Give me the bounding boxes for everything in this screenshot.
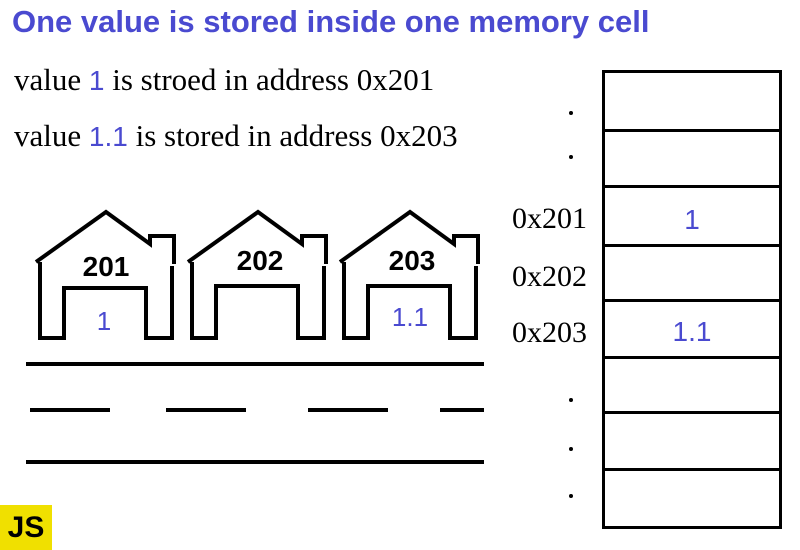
memory-cell <box>602 411 782 471</box>
statement-value: 1 <box>88 65 105 96</box>
road <box>26 362 484 464</box>
memory-cell <box>602 356 782 414</box>
ellipsis-dot <box>569 155 573 159</box>
memory-cell-0x203: 1.1 <box>602 299 782 359</box>
statement-value: 1.1 <box>88 121 128 152</box>
address-label: 0x202 <box>512 260 587 293</box>
house-number: 201 <box>83 251 130 282</box>
house-value: 1.1 <box>392 302 428 332</box>
statement-suffix: is stored in address 0x203 <box>135 118 458 153</box>
statement-line-2: value 1.1 is stored in address 0x203 <box>14 118 458 154</box>
house-number: 203 <box>389 245 436 276</box>
ellipsis-dot <box>569 447 573 451</box>
address-label: 0x201 <box>512 202 587 235</box>
statement-line-1: value 1 is stroed in address 0x201 <box>14 62 434 98</box>
memory-cell <box>602 70 782 132</box>
house-value: 1 <box>97 306 111 336</box>
house-203: 203 1.1 <box>338 209 480 340</box>
memory-cell-0x201: 1 <box>602 185 782 247</box>
memory-cell-value: 1.1 <box>672 316 712 347</box>
statement-prefix: value <box>14 118 82 153</box>
address-label: 0x203 <box>512 316 587 349</box>
ellipsis-dot <box>569 111 573 115</box>
statement-suffix: is stroed in address 0x201 <box>112 62 435 97</box>
memory-cell-0x202 <box>602 244 782 302</box>
memory-cell <box>602 129 782 188</box>
house-202: 202 <box>186 209 328 340</box>
houses-illustration: 201 1 202 203 1.1 <box>26 209 484 464</box>
house-201: 201 1 <box>34 209 176 340</box>
statement-prefix: value <box>14 62 82 97</box>
house-number: 202 <box>237 245 284 276</box>
js-logo-badge: JS <box>0 505 52 550</box>
ellipsis-dot <box>569 494 573 498</box>
memory-cell-value: 1 <box>684 204 700 235</box>
page-title: One value is stored inside one memory ce… <box>12 4 650 39</box>
memory-cell <box>602 468 782 529</box>
ellipsis-dot <box>569 398 573 402</box>
